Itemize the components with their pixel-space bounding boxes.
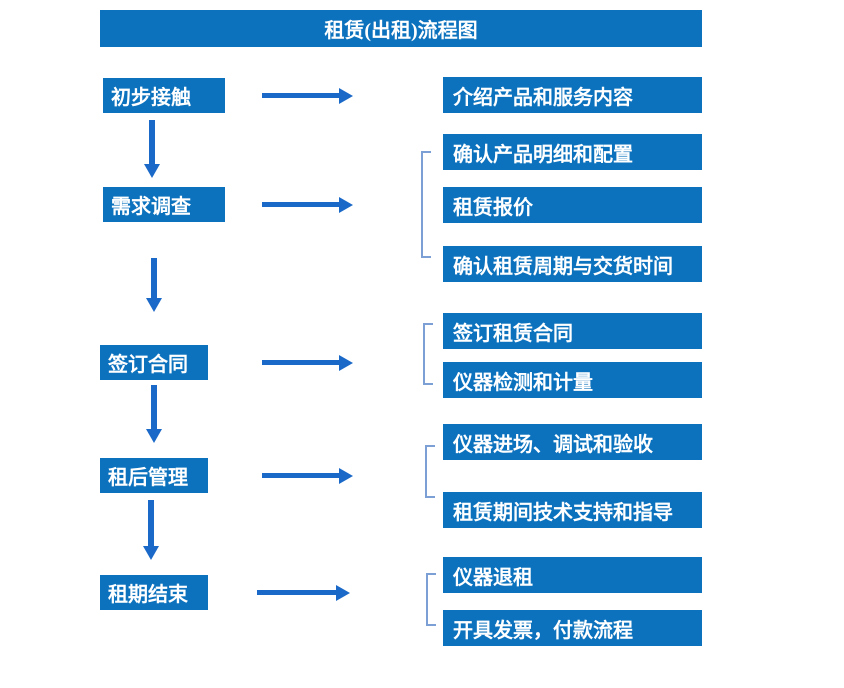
arrow-right-step4-details — [262, 473, 339, 478]
detail-instrument-return: 仪器退租 — [443, 557, 702, 593]
flowchart-title: 租赁(出租)流程图 — [100, 10, 702, 47]
detail-sign-rental-contract: 签订租赁合同 — [443, 313, 702, 349]
bracket-step5-details — [426, 573, 436, 626]
arrow-right-step3-details — [262, 360, 339, 365]
step-post-rental-management: 租后管理 — [100, 458, 208, 493]
detail-rental-quotation: 租赁报价 — [443, 187, 702, 223]
arrow-down-step4-step5 — [148, 500, 154, 546]
detail-confirm-rental-period-delivery: 确认租赁周期与交货时间 — [443, 246, 702, 282]
arrow-right-step2-details — [262, 202, 339, 207]
arrow-right-step5-details — [257, 590, 336, 595]
detail-instrument-entry-debug-acceptance: 仪器进场、调试和验收 — [443, 424, 702, 460]
detail-confirm-product-config: 确认产品明细和配置 — [443, 134, 702, 170]
step-demand-survey: 需求调查 — [103, 187, 225, 222]
detail-invoice-payment-process: 开具发票，付款流程 — [443, 610, 702, 646]
arrow-down-step1-step2 — [149, 120, 155, 164]
bracket-step3-details — [423, 323, 433, 385]
step-initial-contact: 初步接触 — [103, 78, 225, 113]
arrow-down-step2-step3 — [151, 258, 157, 298]
detail-instrument-inspection-measurement: 仪器检测和计量 — [443, 362, 702, 398]
step-rental-end: 租期结束 — [100, 575, 208, 610]
detail-technical-support-guidance: 租赁期间技术支持和指导 — [443, 492, 702, 528]
arrow-down-step3-step4 — [151, 385, 157, 429]
detail-introduce-products-services: 介绍产品和服务内容 — [443, 77, 702, 113]
bracket-step2-details — [421, 151, 431, 258]
arrow-right-step1-details — [262, 93, 339, 98]
step-sign-contract: 签订合同 — [100, 345, 208, 380]
bracket-step4-details — [425, 445, 435, 498]
